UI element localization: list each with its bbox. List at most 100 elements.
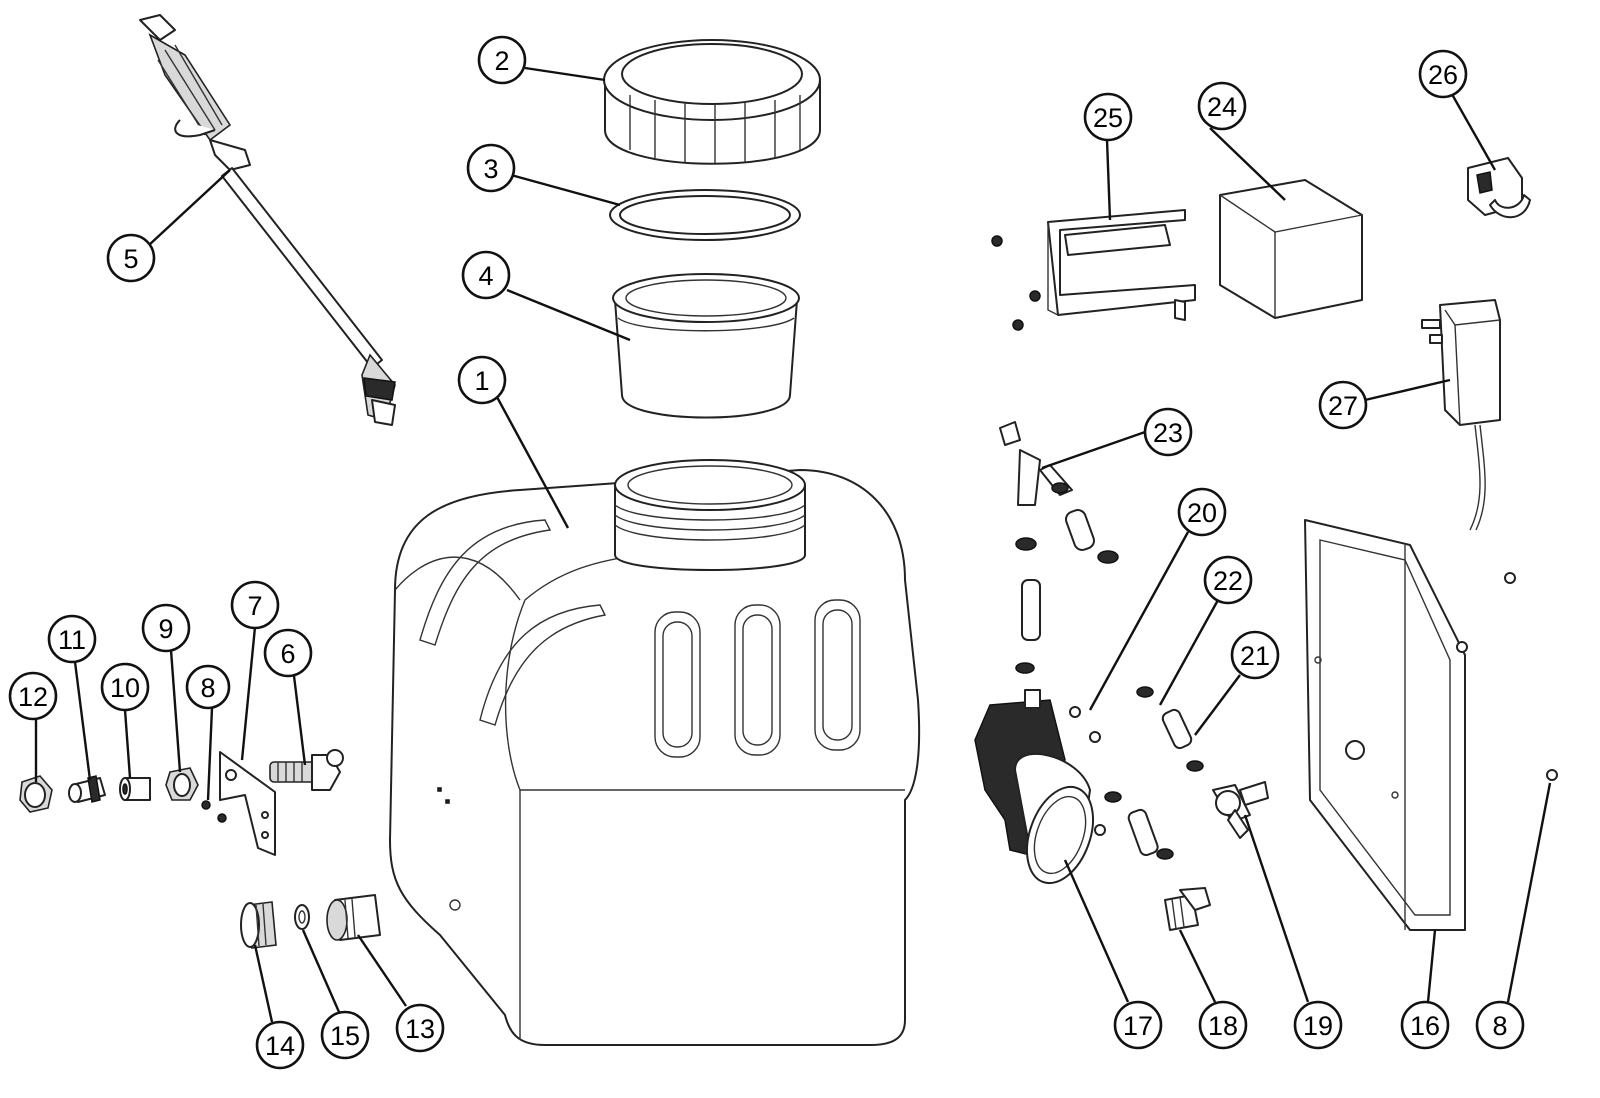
hex-nut	[165, 767, 199, 801]
svg-text:1: 1	[474, 366, 489, 396]
small-screw-right	[1456, 572, 1558, 781]
battery-bracket	[991, 209, 1196, 331]
leader-9	[169, 649, 182, 773]
callout-11: 11	[47, 614, 97, 664]
svg-text:25: 25	[1093, 103, 1123, 133]
leader-8b	[1506, 782, 1552, 1003]
leader-23	[1041, 430, 1146, 470]
svg-text:11: 11	[58, 625, 86, 655]
callout-15: 15	[320, 1010, 370, 1060]
leader-24	[1209, 127, 1286, 201]
svg-text:13: 13	[405, 1014, 435, 1044]
spray-wand	[139, 14, 396, 426]
callout-19: 19	[1293, 1000, 1343, 1050]
leader-25	[1105, 139, 1112, 221]
charger	[1421, 299, 1501, 531]
callout-23: 23	[1143, 407, 1193, 457]
power-switch	[1467, 157, 1531, 219]
leader-10	[123, 709, 132, 779]
cap-nut	[19, 775, 53, 813]
pump	[974, 689, 1094, 885]
washer	[294, 904, 310, 930]
callout-1: 1	[457, 355, 507, 405]
shutoff-valve	[1212, 781, 1269, 839]
svg-text:5: 5	[123, 244, 138, 274]
gasket-ring	[609, 189, 801, 241]
callout-7: 7	[230, 580, 280, 630]
battery	[1219, 179, 1363, 319]
leader-4	[506, 288, 631, 342]
callout-26: 26	[1418, 49, 1468, 99]
callout-3: 3	[466, 143, 516, 193]
callout-6: 6	[263, 628, 313, 678]
small-screw-left	[201, 800, 227, 823]
leader-lines	[34, 66, 1552, 1023]
leader-3	[510, 173, 621, 207]
callout-18: 18	[1198, 1000, 1248, 1050]
svg-text:23: 23	[1153, 418, 1183, 448]
leader-11	[73, 661, 92, 781]
svg-text:15: 15	[330, 1021, 360, 1051]
callout-24: 24	[1197, 81, 1247, 131]
callouts: 1 2 3 4 5 6 7 8 8 9 10 11 12 13 14 15 16…	[8, 35, 1525, 1070]
callout-10: 10	[100, 662, 150, 712]
svg-text:19: 19	[1303, 1011, 1333, 1041]
battery-tray	[1304, 519, 1466, 931]
leader-7	[240, 626, 257, 761]
svg-text:4: 4	[478, 261, 493, 291]
svg-text:8: 8	[1492, 1011, 1507, 1041]
leader-15	[301, 929, 341, 1013]
leader-22	[1158, 599, 1220, 706]
hose-and-clamps	[999, 421, 1204, 860]
hose-barb	[68, 775, 106, 803]
svg-text:3: 3	[483, 154, 498, 184]
callout-2: 2	[477, 35, 527, 85]
leader-21	[1194, 674, 1241, 736]
outlet-fitting	[269, 749, 344, 791]
callout-22: 22	[1203, 555, 1253, 605]
spacer	[119, 777, 151, 801]
callout-25: 25	[1083, 92, 1133, 142]
svg-text:18: 18	[1208, 1011, 1238, 1041]
leader-1	[495, 396, 570, 529]
leader-20	[1088, 531, 1190, 711]
elbow-fitting	[1164, 887, 1211, 931]
leader-13	[357, 934, 407, 1007]
callout-8a: 8	[185, 664, 231, 710]
callout-9: 9	[141, 603, 191, 653]
leader-17	[1063, 859, 1130, 1003]
threaded-adapter	[326, 894, 381, 941]
leader-27	[1364, 378, 1451, 402]
svg-text:27: 27	[1328, 391, 1358, 421]
leader-19	[1243, 814, 1310, 1003]
svg-text:14: 14	[265, 1031, 295, 1061]
coupling-nut	[240, 901, 277, 949]
leader-26	[1451, 95, 1497, 171]
svg-text:7: 7	[247, 591, 262, 621]
strainer-basket	[612, 273, 800, 419]
callout-27: 27	[1318, 380, 1368, 430]
svg-text:21: 21	[1240, 641, 1270, 671]
leader-14	[253, 944, 274, 1023]
tank	[389, 459, 921, 1046]
svg-text:20: 20	[1187, 498, 1217, 528]
leader-5	[148, 169, 231, 246]
tank-ribs	[419, 519, 861, 758]
callout-4: 4	[461, 250, 511, 300]
svg-text:10: 10	[110, 673, 140, 703]
tank-filler-neck	[614, 459, 806, 571]
leader-16	[1426, 929, 1437, 1003]
callout-12: 12	[8, 671, 58, 721]
svg-text:2: 2	[494, 46, 509, 76]
callout-20: 20	[1177, 487, 1227, 537]
callout-21: 21	[1230, 630, 1280, 680]
svg-text:16: 16	[1410, 1011, 1440, 1041]
svg-text:6: 6	[280, 639, 295, 669]
callout-8b: 8	[1475, 1000, 1525, 1050]
leader-18	[1178, 929, 1217, 1003]
leader-2	[524, 66, 606, 82]
svg-text:22: 22	[1213, 566, 1243, 596]
callout-13: 13	[395, 1003, 445, 1053]
callout-14: 14	[255, 1020, 305, 1070]
